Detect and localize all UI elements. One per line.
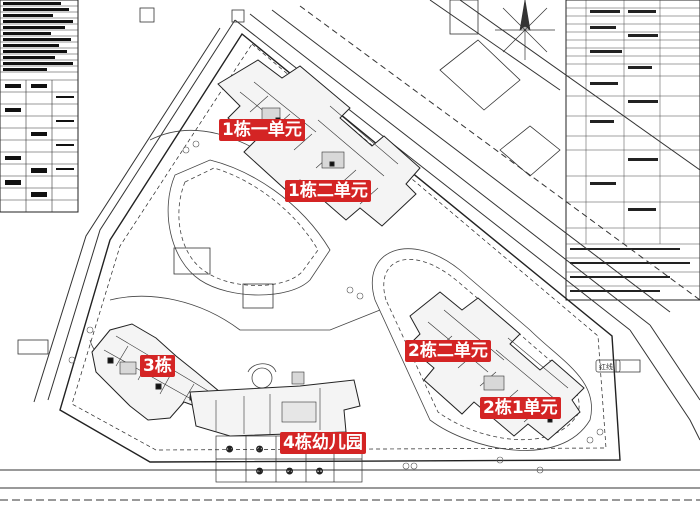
building-4: ⑤ ④ ③ ② ① xyxy=(189,371,363,483)
plot-number: ③ xyxy=(256,467,263,476)
label-building-2-unit-2: 2栋二单元 xyxy=(405,340,491,362)
plot-number: ④ xyxy=(256,445,263,454)
north-arrow-icon xyxy=(495,0,555,60)
roads xyxy=(0,0,700,501)
label-building-1-unit-2: 1栋二单元 xyxy=(285,180,371,202)
road-tag-text: 红线 xyxy=(599,362,613,371)
label-building-4-kindergarten: 4栋幼儿园 xyxy=(280,432,366,454)
plot-numbers: ⑤ ④ ③ ② ① xyxy=(226,445,324,477)
road-tag: 红线 xyxy=(595,359,621,373)
legend-table xyxy=(0,0,79,213)
plot-number: ⑤ xyxy=(226,445,233,454)
label-building-3: 3栋 xyxy=(140,355,175,377)
label-building-2-unit-1: 2栋1单元 xyxy=(480,397,561,419)
plot-number: ② xyxy=(286,467,293,476)
data-table xyxy=(565,0,700,301)
tree-symbols xyxy=(68,140,604,474)
label-building-1-unit-1: 1栋一单元 xyxy=(219,119,305,141)
plot-number: ① xyxy=(316,467,323,476)
site-boundary xyxy=(59,32,621,463)
landscape-paths xyxy=(89,130,592,451)
existing-structures xyxy=(17,0,641,373)
